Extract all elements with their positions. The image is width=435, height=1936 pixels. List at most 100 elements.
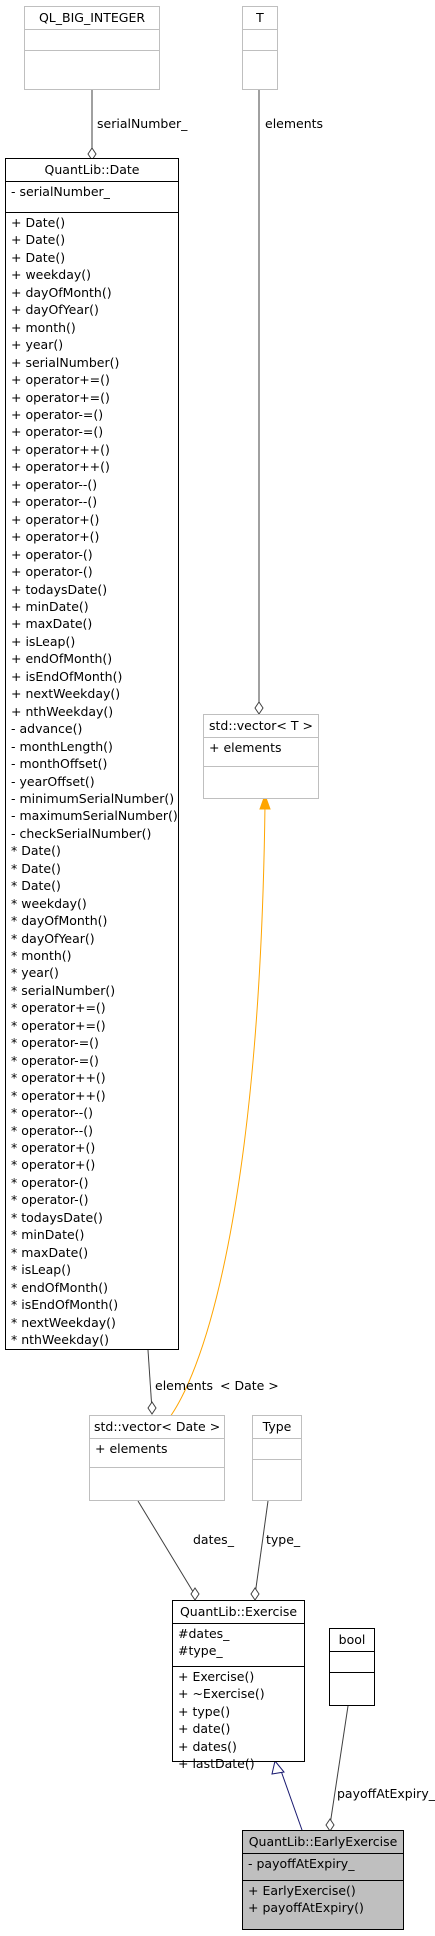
method-row: + payoffAtExpiry() (248, 1900, 364, 1916)
class-title: bool (338, 1632, 366, 1647)
methods-section (204, 766, 318, 793)
methods-section (90, 1467, 224, 1494)
method-row: + Date() (11, 215, 66, 230)
methods-section: + EarlyExercise() + payoffAtExpiry() (243, 1880, 403, 1918)
methods-section: + Exercise()+ ~Exercise()+ type()+ date(… (173, 1666, 304, 1774)
method-row: + nthWeekday() (11, 703, 114, 719)
methods-section: + Date()+ Date()+ Date()+ weekday()+ day… (6, 212, 178, 1349)
method-row: + date() (178, 1721, 231, 1737)
method-row: + operator+=() (11, 389, 110, 405)
method-row: * operator+=() (11, 1000, 106, 1016)
method-row: + ~Exercise() (178, 1686, 265, 1702)
method-row: * operator+() (11, 1157, 96, 1173)
t-class: T (242, 6, 278, 90)
method-row: + operator-() (11, 564, 93, 580)
arrow-template (259, 793, 271, 810)
method-row: + operator+() (11, 529, 100, 545)
edge-elements-date (147, 1349, 153, 1411)
edge-dates (137, 1500, 196, 1596)
method-row: + lastDate() (178, 1756, 255, 1772)
method-row: * Date() (11, 878, 61, 894)
method-row: - maximumSerialNumber() (11, 808, 178, 824)
method-row: + EarlyExercise() (248, 1883, 356, 1898)
exercise-class: QuantLib::Exercise #dates_#type_ + Exerc… (172, 1600, 305, 1771)
method-row: * operator+() (11, 1140, 96, 1156)
method-row: - monthLength() (11, 738, 113, 754)
methods-section (253, 1459, 301, 1484)
method-row: * operator-() (11, 1174, 89, 1190)
attribute-row: - serialNumber_ (11, 184, 110, 199)
attributes-section: #dates_#type_ (173, 1623, 304, 1666)
method-row: + minDate() (11, 598, 89, 614)
edge-template (161, 804, 266, 1428)
class-title: std::vector< T > (209, 718, 313, 733)
method-row: - yearOffset() (11, 773, 95, 789)
method-row: + maxDate() (11, 616, 93, 632)
method-row: * isLeap() (11, 1262, 71, 1278)
method-row: * month() (11, 948, 72, 964)
method-row: * year() (11, 965, 59, 981)
diamond-elements-t (254, 701, 264, 715)
method-row: * operator--() (11, 1122, 93, 1138)
method-row: + todaysDate() (11, 581, 108, 597)
class-title: T (256, 10, 264, 25)
class-title: QuantLib::Date (44, 162, 140, 177)
vector-t-class: std::vector< T > + elements (203, 714, 319, 799)
method-row: * todaysDate() (11, 1209, 103, 1225)
method-row: + operator--() (11, 476, 98, 492)
method-row: + operator+=() (11, 372, 110, 388)
method-row: + nextWeekday() (11, 686, 121, 702)
diamond-elements-date (147, 1401, 157, 1415)
methods-section (25, 50, 159, 73)
method-row: * operator-() (11, 1192, 89, 1208)
method-row: + operator--() (11, 494, 98, 510)
method-row: + endOfMonth() (11, 651, 113, 667)
method-row: * operator+=() (11, 1017, 106, 1033)
attributes-section: + elements (204, 737, 318, 766)
attribute-row: #dates_ (178, 1626, 230, 1641)
diamond-type (250, 1587, 260, 1601)
method-row: + dayOfMonth() (11, 284, 112, 300)
early-exercise-class: QuantLib::EarlyExercise - payoffAtExpiry… (242, 1830, 404, 1930)
method-row: + operator++() (11, 441, 110, 457)
method-row: + type() (178, 1703, 231, 1719)
class-title: QuantLib::Exercise (179, 1604, 298, 1619)
date-template-label: < Date > (220, 1378, 279, 1393)
method-row: + month() (11, 319, 76, 335)
method-row: * weekday() (11, 895, 87, 911)
method-row: + isLeap() (11, 633, 76, 649)
method-row: * isEndOfMonth() (11, 1297, 119, 1313)
method-row: * nextWeekday() (11, 1314, 116, 1330)
attributes-section (243, 29, 277, 50)
class-title: QL_BIG_INTEGER (38, 10, 146, 25)
method-row: - advance() (11, 721, 83, 737)
attribute-row: + elements (209, 740, 282, 755)
ql-big-integer-class: QL_BIG_INTEGER (24, 6, 160, 90)
method-row: + Date() (11, 232, 66, 248)
type-label: type_ (266, 1532, 301, 1547)
vector-date-class: std::vector< Date > + elements (89, 1415, 225, 1501)
method-row: + operator++() (11, 459, 110, 475)
attributes-section: - serialNumber_ (6, 181, 178, 212)
method-row: * dayOfYear() (11, 930, 95, 946)
method-row: * Date() (11, 860, 61, 876)
elements-date-label: elements (155, 1378, 214, 1393)
methods-section (243, 50, 277, 73)
method-row: + dates() (178, 1738, 237, 1754)
method-row: * operator-=() (11, 1052, 99, 1068)
method-row: + Date() (11, 249, 66, 265)
attributes-section: - payoffAtExpiry_ (243, 1853, 403, 1880)
dates-label: dates_ (193, 1532, 234, 1547)
method-row: + operator-=() (11, 406, 104, 422)
attributes-section (330, 1651, 374, 1672)
arrow-inheritance (271, 1759, 285, 1775)
method-row: * operator-=() (11, 1035, 99, 1051)
method-row: + isEndOfMonth() (11, 668, 123, 684)
method-row: * serialNumber() (11, 982, 116, 998)
method-row: + year() (11, 337, 64, 353)
attribute-row: + elements (95, 1441, 168, 1456)
method-row: + dayOfYear() (11, 302, 99, 318)
method-row: * Date() (11, 843, 61, 859)
attributes-section: + elements (90, 1438, 224, 1467)
